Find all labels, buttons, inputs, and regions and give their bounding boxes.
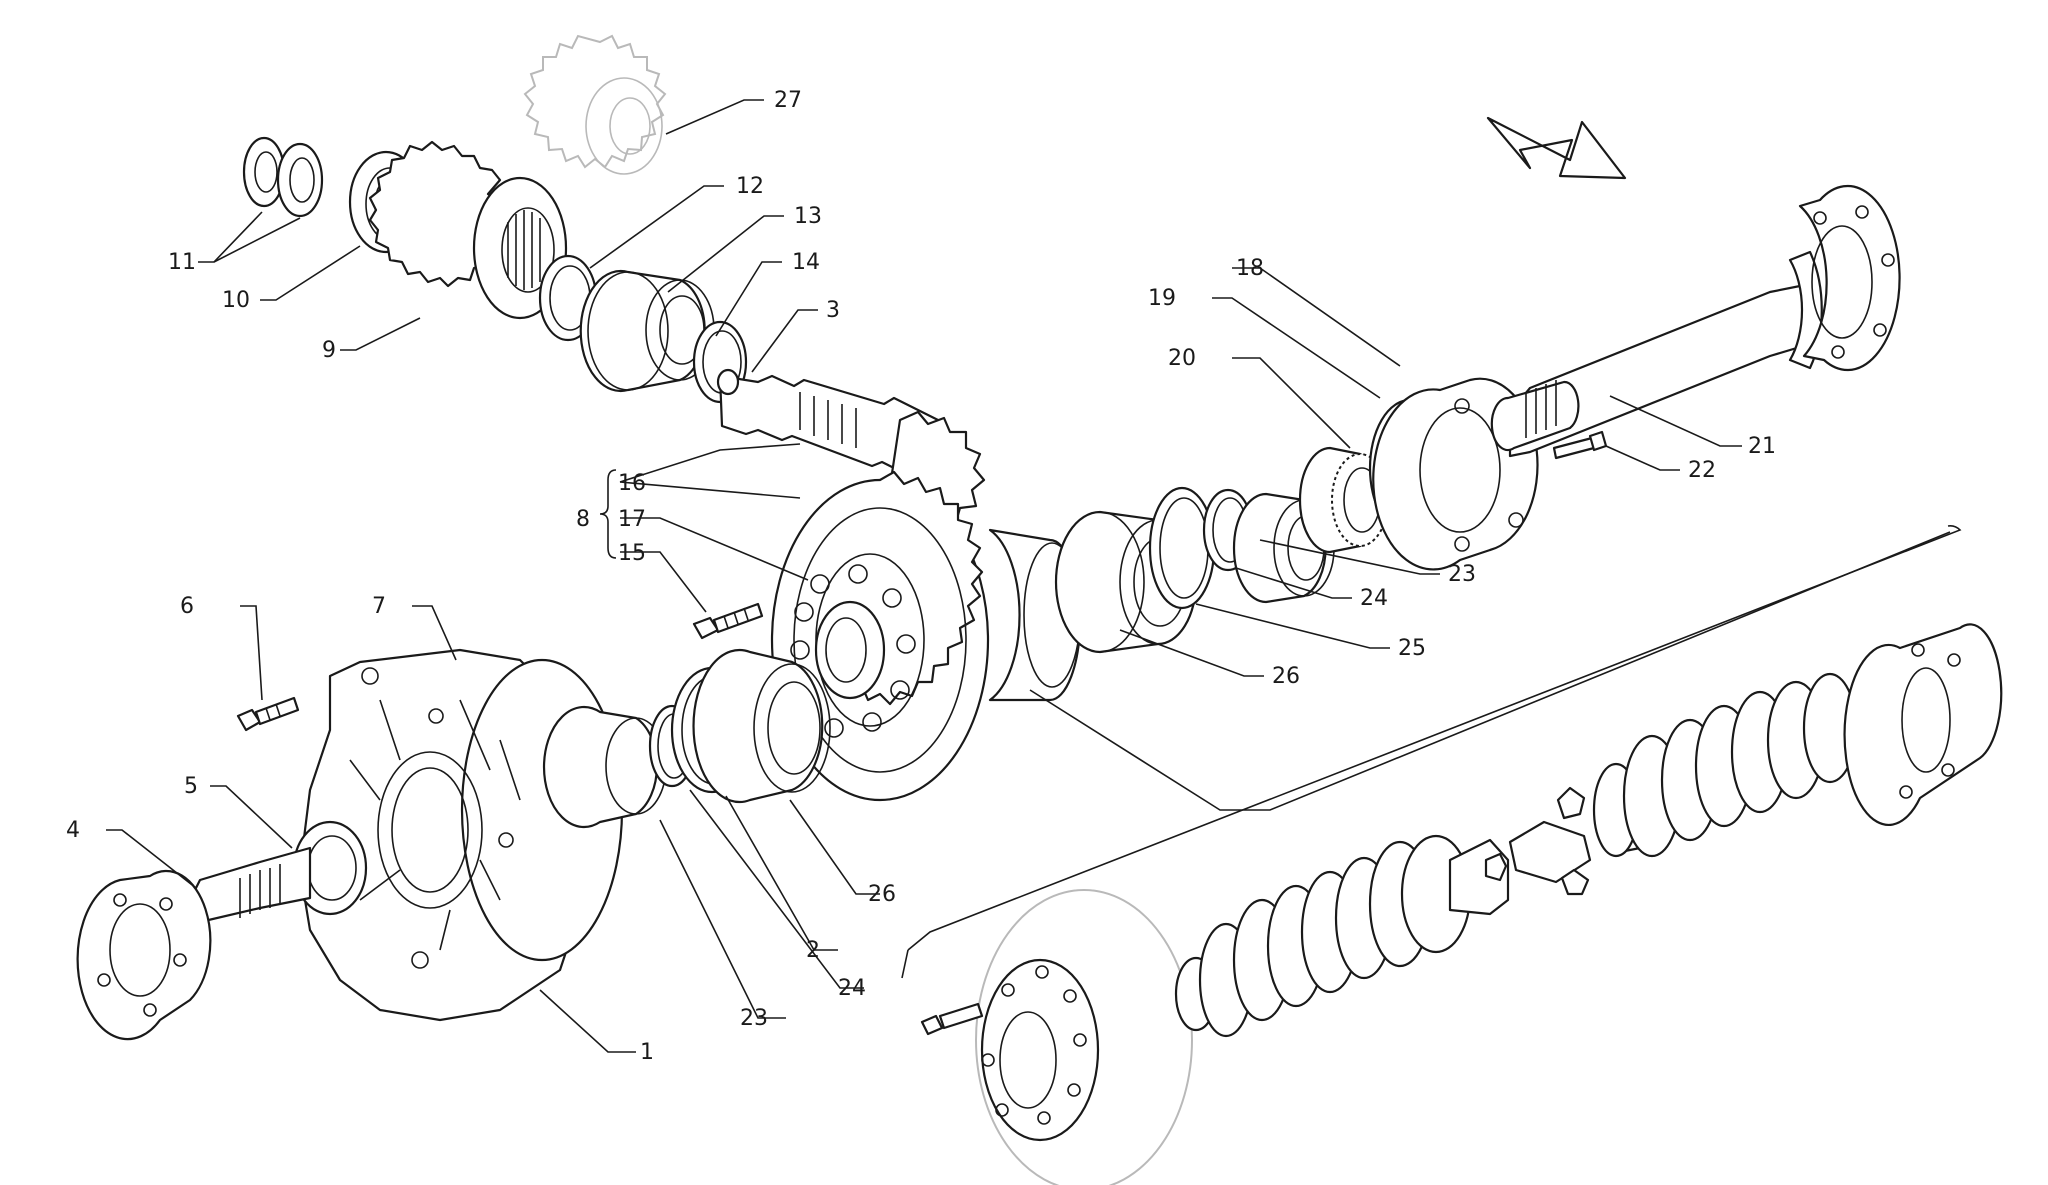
- callout-27: 27: [774, 88, 802, 113]
- part-15-bolt: [692, 602, 764, 640]
- callout-11: 11: [168, 250, 196, 275]
- callout-24-upper: 24: [1360, 586, 1388, 611]
- callout-16: 16: [618, 471, 646, 496]
- callout-17: 17: [618, 507, 646, 532]
- clutch-pack-left: [1198, 834, 1472, 1038]
- callout-24-lower: 24: [838, 976, 866, 1001]
- callout-5: 5: [184, 774, 198, 799]
- part-11-nuts: [242, 136, 324, 218]
- direction-arrow-icon: [1486, 116, 1627, 180]
- callout-8: 8: [576, 507, 590, 532]
- callout-23-upper: 23: [1448, 562, 1476, 587]
- callout-12: 12: [736, 174, 764, 199]
- part-6-bolt: [236, 696, 300, 732]
- callout-21: 21: [1748, 434, 1776, 459]
- callout-9: 9: [322, 338, 336, 363]
- part-25-ring: [1148, 486, 1216, 610]
- part-13-bearing: [579, 269, 715, 393]
- detail-bracket: [901, 525, 1962, 979]
- callout-26-upper: 26: [1272, 664, 1300, 689]
- callout-10: 10: [222, 288, 250, 313]
- callout-20: 20: [1168, 346, 1196, 371]
- callout-22: 22: [1688, 458, 1716, 483]
- callout-13: 13: [794, 204, 822, 229]
- callout-26-lower: 26: [868, 882, 896, 907]
- callout-23-lower: 23: [740, 1006, 768, 1031]
- callout-25: 25: [1398, 636, 1426, 661]
- part-27-ghost-gear: [523, 34, 667, 175]
- leader-lines: [106, 99, 1742, 1053]
- callout-14: 14: [792, 250, 820, 275]
- part-23-bearing-lower: [542, 705, 667, 829]
- clutch-pack-right: [1622, 672, 1858, 858]
- part-22-bolt: [1552, 430, 1608, 460]
- part-4-flange-shaft: [76, 846, 312, 1041]
- callout-4: 4: [66, 818, 80, 843]
- part-26-bearing-lower: [692, 648, 831, 804]
- part-21-half-shaft: [1490, 184, 1901, 458]
- part-16-ring-gear: [770, 470, 990, 802]
- callout-2: 2: [806, 938, 820, 963]
- group-8-brace: [599, 469, 617, 559]
- callout-19: 19: [1148, 286, 1176, 311]
- differential-detail: [920, 623, 2003, 1185]
- callout-3: 3: [826, 298, 840, 323]
- callout-6: 6: [180, 594, 194, 619]
- callout-15: 15: [618, 541, 646, 566]
- part-9-gear: [368, 140, 568, 320]
- callout-18: 18: [1236, 256, 1264, 281]
- callout-labels: 27 12 13 14 3 11 10 9 16 17 15 8 18 19 2…: [66, 88, 1776, 1065]
- callout-7: 7: [372, 594, 386, 619]
- callout-1: 1: [640, 1040, 654, 1065]
